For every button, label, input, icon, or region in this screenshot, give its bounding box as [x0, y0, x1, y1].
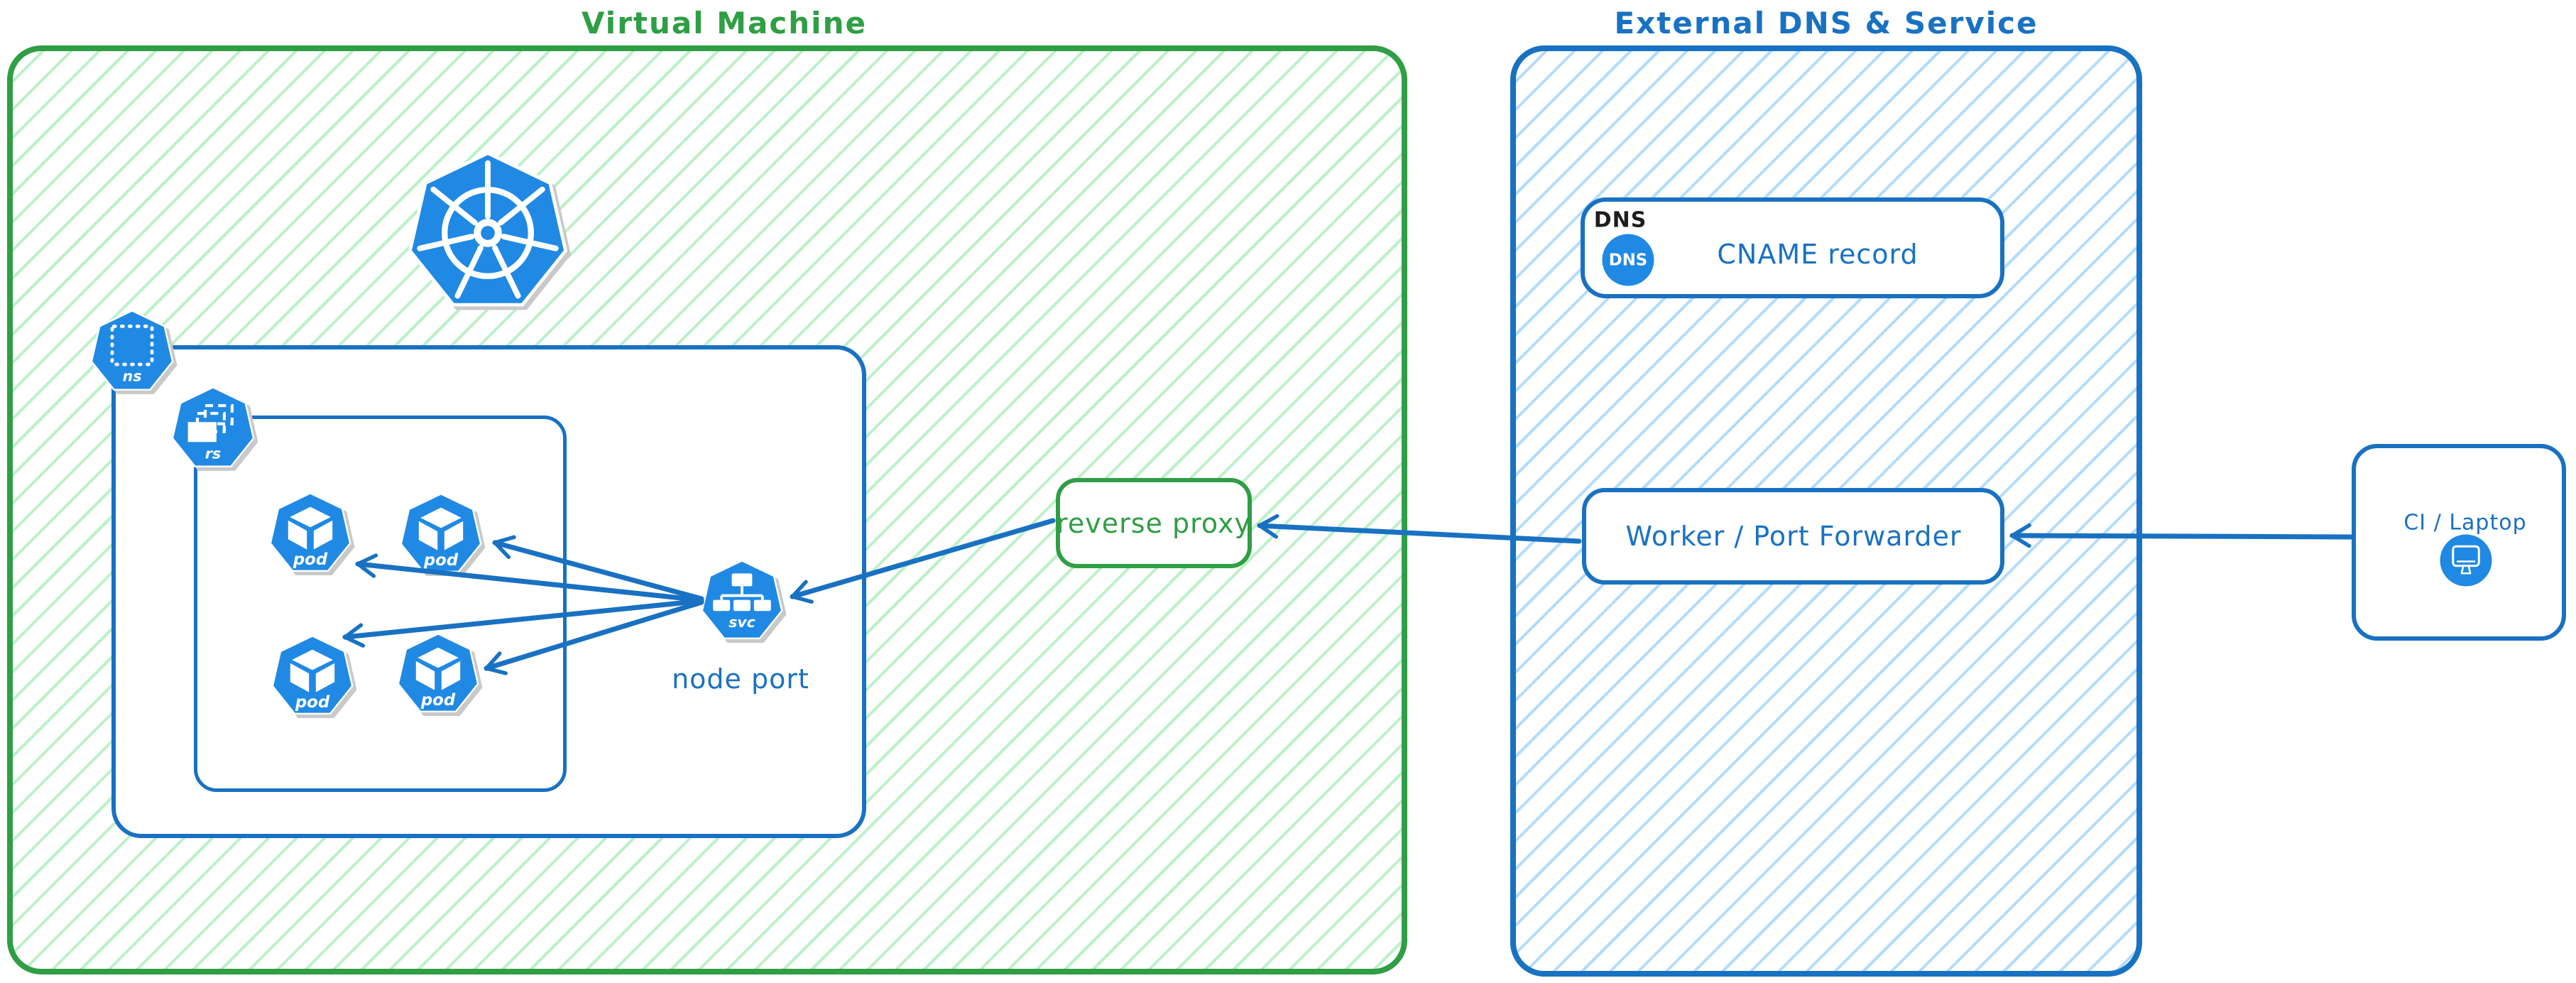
node-port-label: node port — [672, 663, 809, 695]
service-icon: svc — [701, 560, 783, 640]
cname-record-label: CNAME record — [1717, 239, 1919, 270]
dns-icon-label: DNS — [1609, 251, 1647, 270]
pod-icon: pod — [400, 493, 482, 573]
reverse-proxy-box — [1056, 478, 1252, 568]
kubernetes-icon — [408, 151, 568, 307]
laptop-icon — [2440, 534, 2492, 587]
pod-icon: pod — [397, 633, 479, 713]
pod-icon-label: pod — [423, 551, 459, 570]
pod-icon: pod — [271, 635, 354, 715]
service-icon-label: svc — [728, 614, 755, 631]
ci-laptop-label: CI / Laptop — [2403, 510, 2527, 536]
virtual-machine-title: Virtual Machine — [582, 6, 867, 40]
dns-icon: DNS — [1602, 234, 1654, 286]
namespace-icon-label: ns — [122, 367, 141, 384]
namespace-icon: ns — [90, 310, 174, 391]
pod-icon-label: pod — [295, 693, 330, 712]
dns-tag: DNS — [1593, 207, 1647, 233]
external-group-title: External DNS & Service — [1614, 6, 2039, 40]
cname-record-card — [1581, 197, 2004, 298]
pod-icon-label: pod — [293, 550, 328, 569]
reverse-proxy-label: reverse proxy — [1057, 508, 1251, 539]
worker-port-forwarder-label: Worker / Port Forwarder — [1625, 521, 1962, 552]
replicaset-icon-label: rs — [205, 445, 222, 462]
pod-icon-label: pod — [420, 691, 456, 710]
pod-icon: pod — [269, 492, 351, 572]
replicaset-icon: rs — [171, 386, 255, 467]
worker-port-forwarder-card — [1582, 488, 2004, 585]
